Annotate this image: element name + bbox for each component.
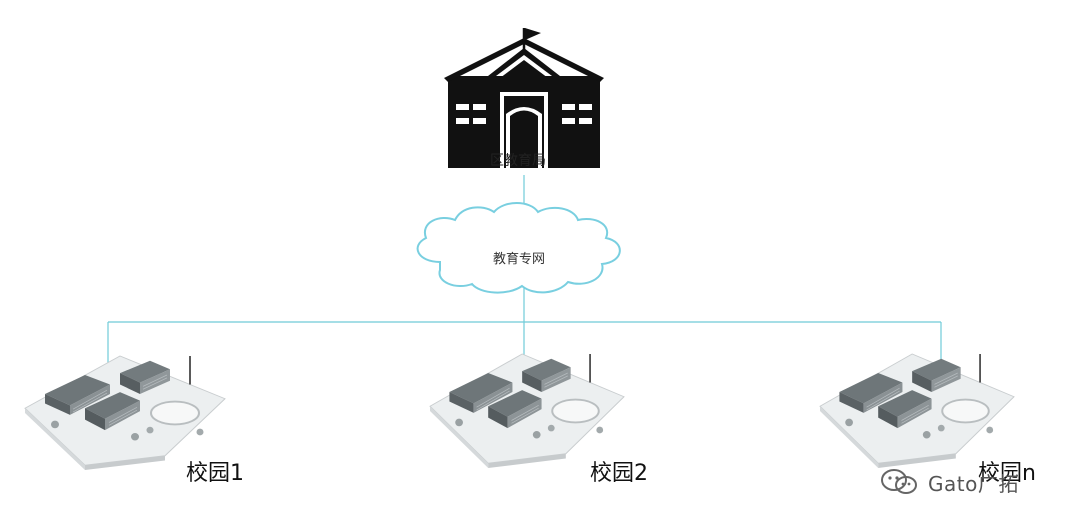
- watermark: Gato广拓: [880, 468, 1019, 496]
- wechat-icon: [881, 469, 917, 494]
- campus-model-icon: [24, 355, 226, 471]
- school-building-icon: [444, 28, 604, 168]
- connection-lines: [107, 175, 942, 368]
- network-label: 教育专网: [493, 252, 546, 267]
- campus-label: 校园1: [186, 461, 244, 486]
- campus-model-icon: [429, 353, 625, 469]
- cloud-icon: [416, 202, 621, 294]
- watermark-text: Gato广拓: [928, 471, 1019, 496]
- campus-label: 校园n: [978, 461, 1036, 486]
- headquarters-label: 区教育局: [490, 153, 546, 169]
- campus-model-icon: [819, 353, 1015, 469]
- campus-label: 校园2: [590, 461, 648, 486]
